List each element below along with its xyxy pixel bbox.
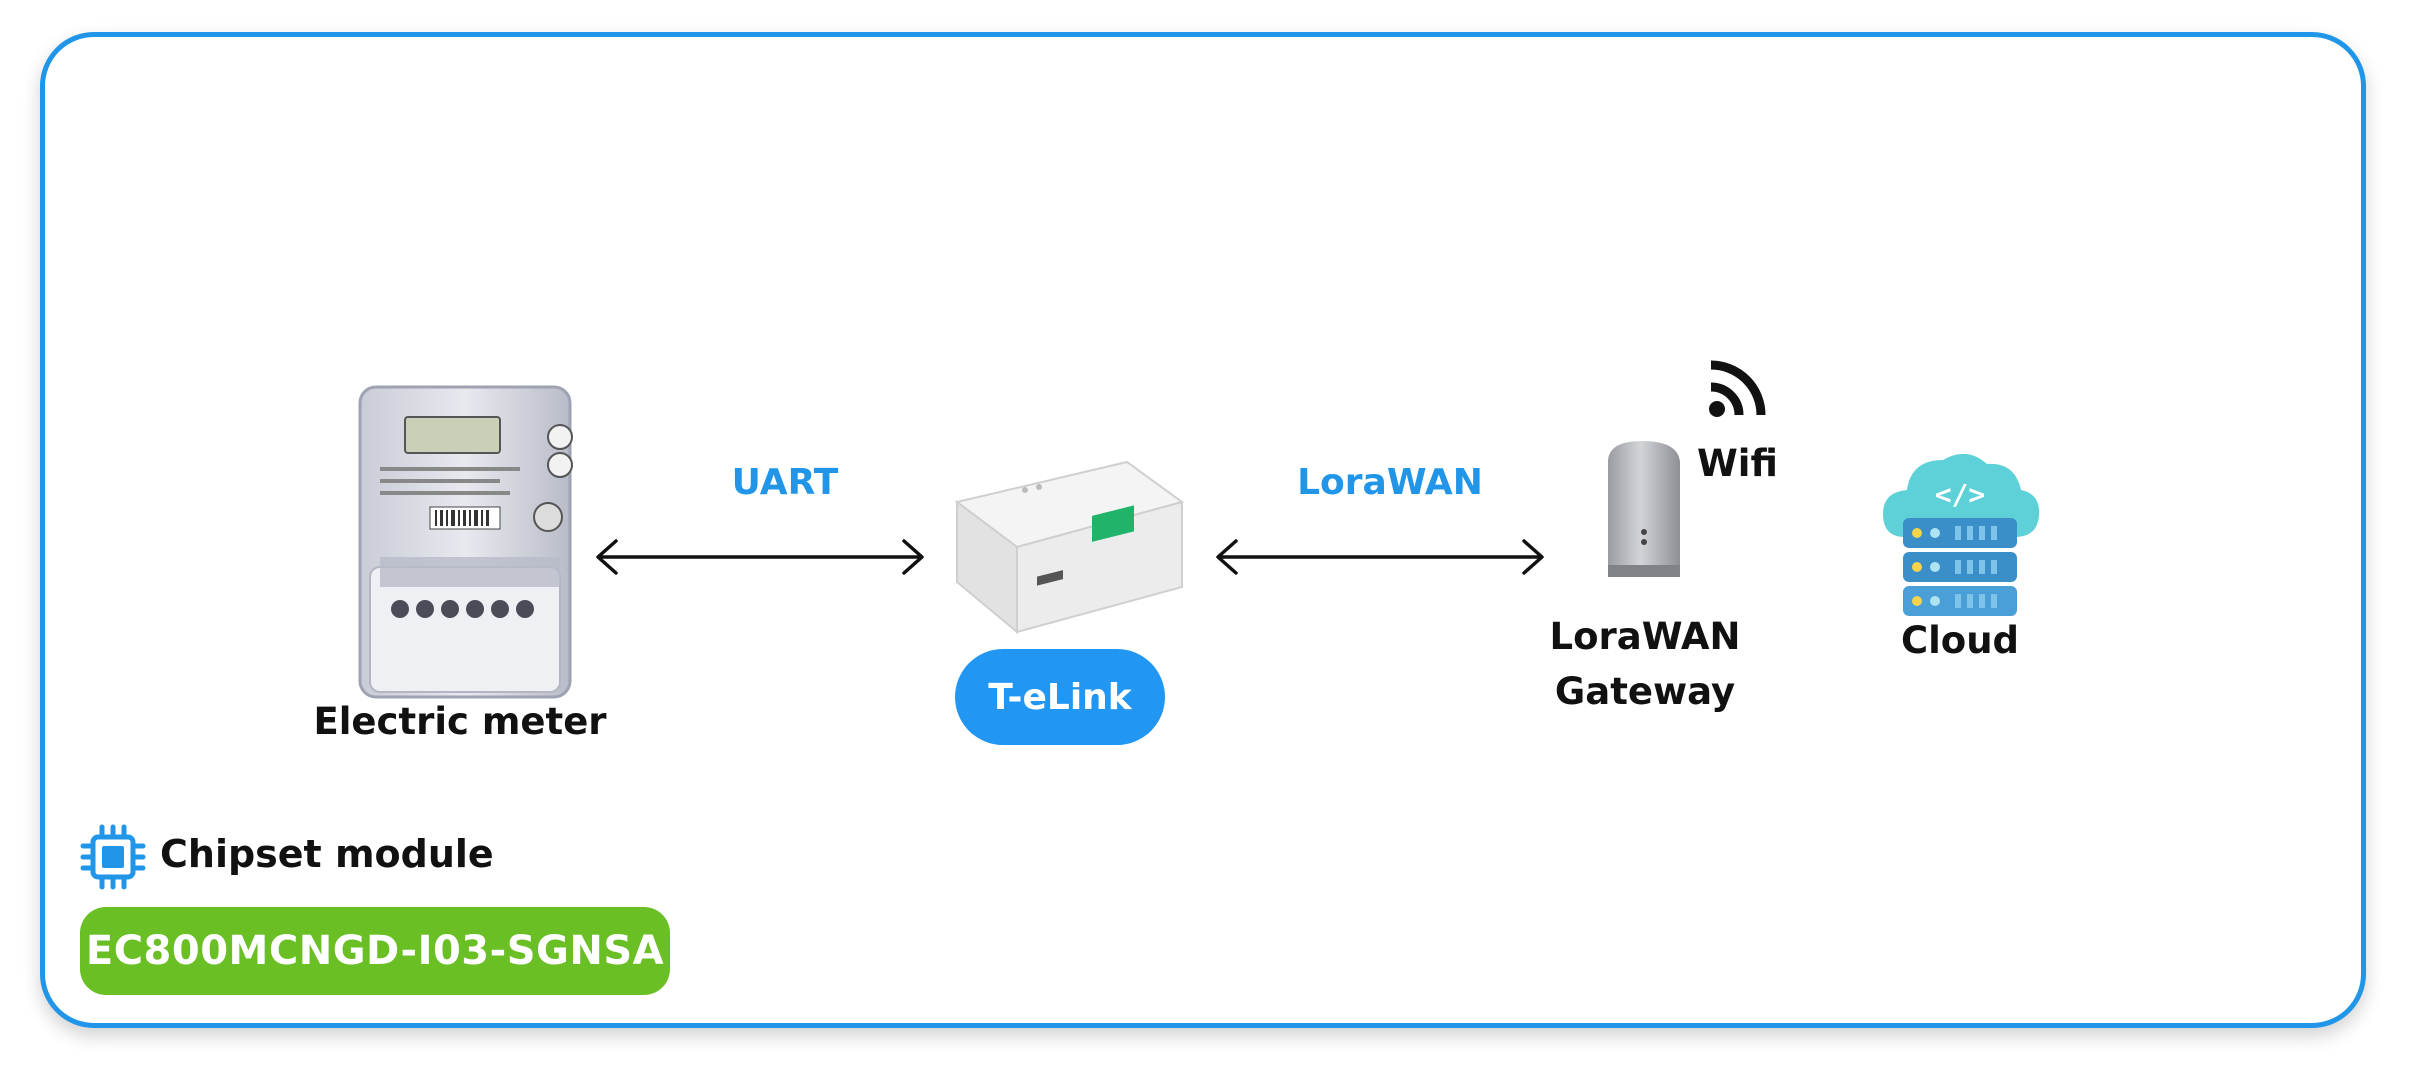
meter-label: Electric meter xyxy=(313,700,607,743)
uart-link-label: UART xyxy=(731,462,839,503)
cloud-server-icon: </> xyxy=(1883,453,2040,616)
lorawan-link-label: LoraWAN xyxy=(1297,462,1483,503)
wifi-icon xyxy=(1709,360,1766,417)
chipset-heading: Chipset module xyxy=(160,832,494,876)
gateway-label-line2: Gateway xyxy=(1554,670,1736,713)
uart-bidirectional-arrow xyxy=(596,539,924,575)
telink-pill: T-eLink xyxy=(955,649,1165,745)
chip-icon xyxy=(80,824,146,890)
gateway-image xyxy=(1608,441,1680,577)
svg-text:</>: </> xyxy=(1935,478,1986,511)
electric-meter-image xyxy=(358,385,573,699)
telink-device-image xyxy=(954,460,1185,635)
lorawan-bidirectional-arrow xyxy=(1216,539,1544,575)
cloud-label: Cloud xyxy=(1900,619,2020,662)
diagram-frame: Electric meter UART T-eLink LoraWAN xyxy=(40,32,2366,1028)
wifi-label: Wifi xyxy=(1697,442,1778,485)
gateway-label-line1: LoraWAN xyxy=(1549,615,1741,658)
chipset-model-pill: EC800MCNGD-I03-SGNSA xyxy=(80,907,670,995)
